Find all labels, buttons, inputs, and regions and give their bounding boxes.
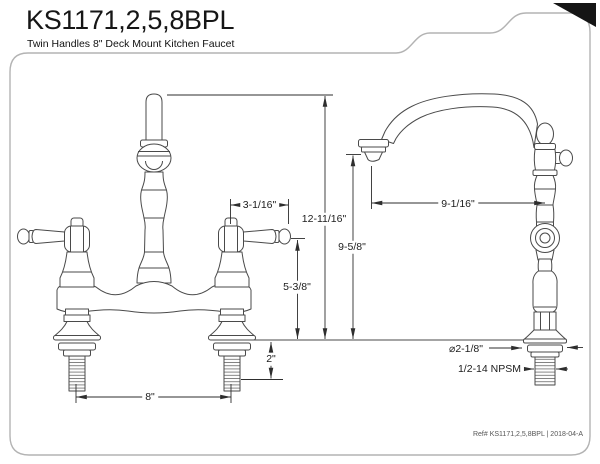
corner-triangle-icon <box>553 3 596 27</box>
front-view-drawing <box>17 93 291 392</box>
dim-shank-length: 2" <box>263 352 279 366</box>
reference-number: Ref# KS1171,2,5,8BPL | 2018-04-A <box>472 431 583 438</box>
side-view-drawing <box>358 93 573 386</box>
dim-handle-length: 3-1/16" <box>239 198 280 212</box>
page-border <box>9 3 596 456</box>
dim-thread-size: 1/2-14 NPSM <box>454 362 524 376</box>
dim-spout-reach: 9-1/16" <box>438 197 478 211</box>
dim-deck-to-spout: 5-3/8" <box>280 280 314 294</box>
dim-overall-height: 12-11/16" <box>298 212 350 226</box>
dim-base-diameter: ⌀2-1/8" <box>446 342 486 356</box>
page-subtitle: Twin Handles 8" Deck Mount Kitchen Fauce… <box>27 38 235 50</box>
dim-spout-height: 9-5/8" <box>335 240 369 254</box>
page-title: KS1171,2,5,8BPL <box>26 5 235 35</box>
dim-handle-spread: 8" <box>142 390 158 404</box>
